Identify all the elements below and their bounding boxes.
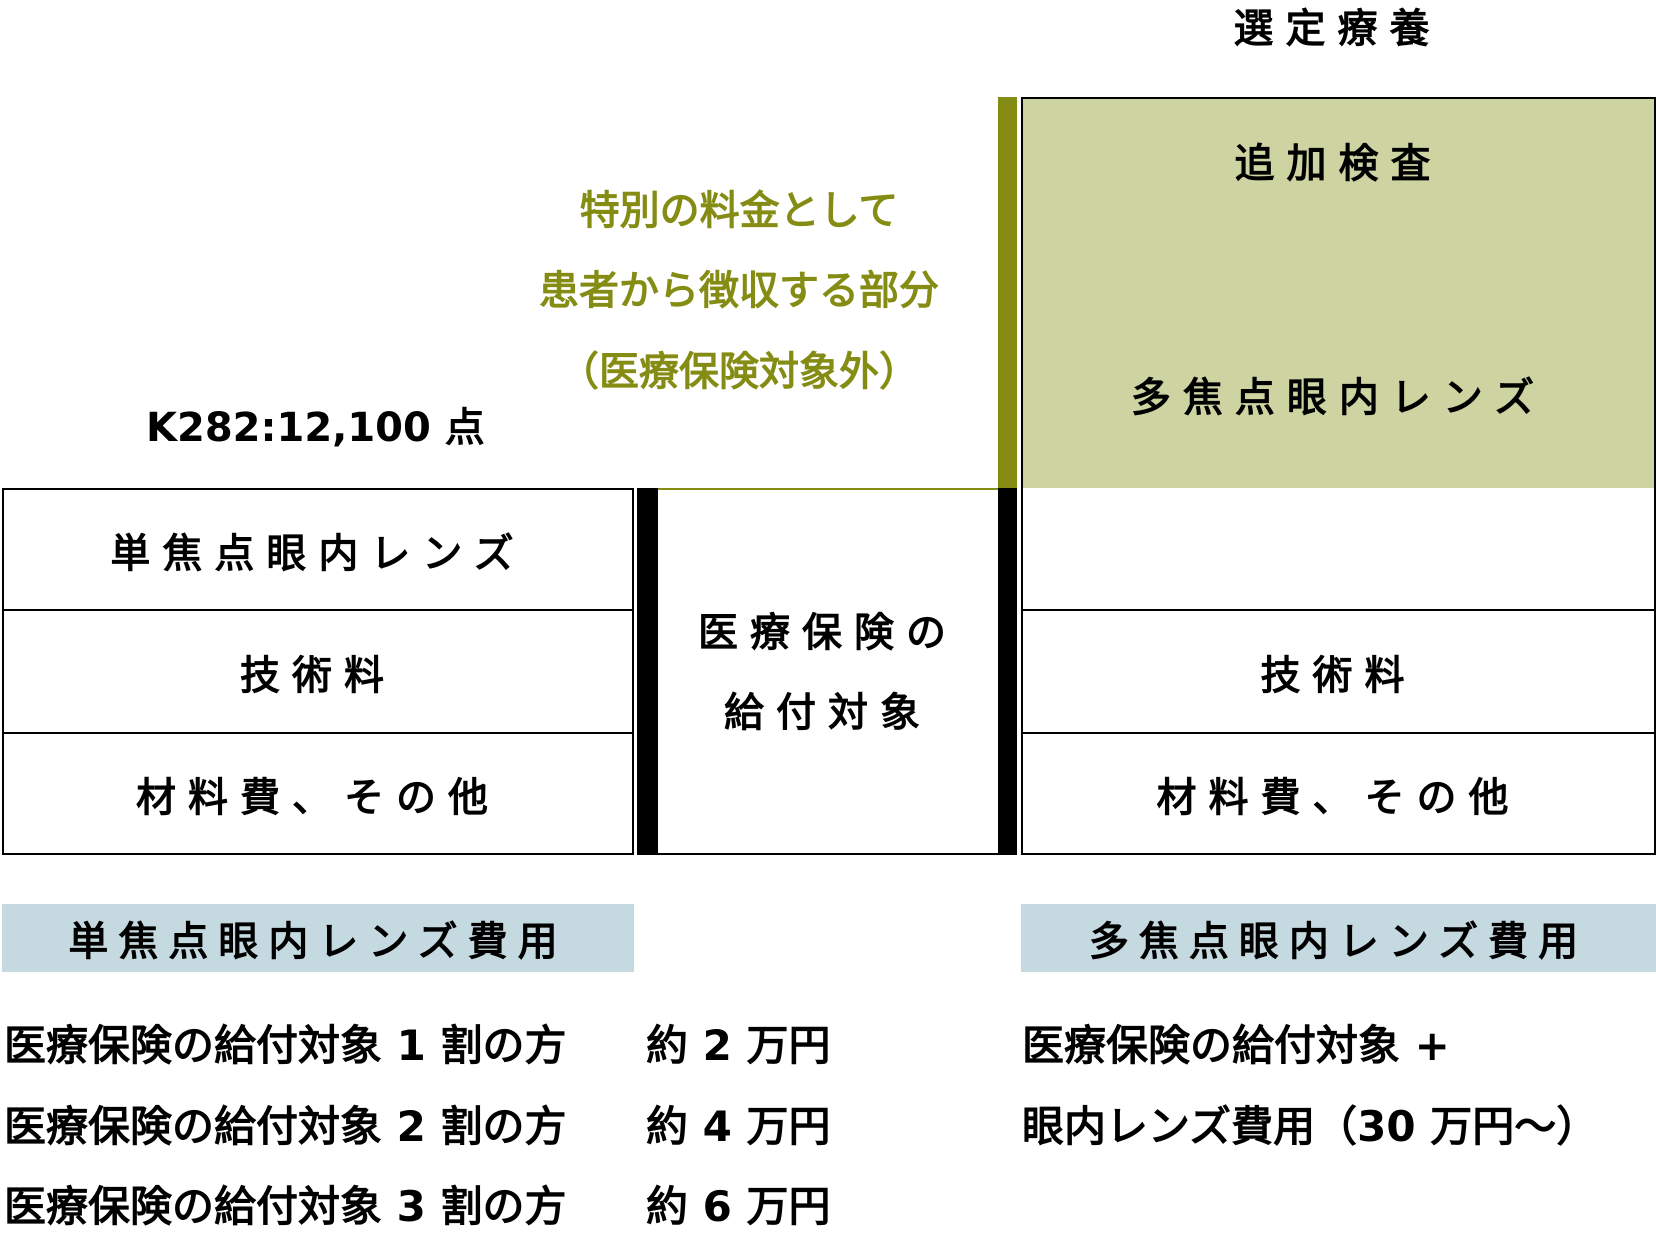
special-fee-line-2: 患者から徴収する部分	[539, 268, 939, 314]
left-row-lens: 単焦点眼内レンズ	[2, 488, 634, 611]
right-black-bar	[998, 488, 1017, 855]
left-row-technical-fee: 技術料	[2, 609, 634, 734]
cost-line-3-text: 医療保険の給付対象 3 割の方	[4, 1182, 567, 1231]
right-row-multifocal-lens: 多焦点眼内レンズ	[1021, 220, 1656, 488]
left-cost-label: 単焦点眼内レンズ費用	[2, 904, 634, 972]
points-label: K282:12,100 点	[146, 405, 485, 451]
olive-bar	[998, 97, 1017, 488]
right-row-empty	[1021, 488, 1656, 611]
special-fee-line-1: 特別の料金として	[579, 188, 899, 234]
cost-line-2-price: 約 4 万円	[646, 1102, 831, 1151]
right-row-material: 材料費、その他	[1021, 732, 1656, 855]
left-row-material: 材料費、その他	[2, 732, 634, 855]
middle-line-2: 給付対象	[724, 690, 932, 736]
middle-line-1: 医療保険の	[698, 610, 958, 656]
cost-line-2-text: 医療保険の給付対象 2 割の方	[4, 1102, 567, 1151]
right-row-additional-exam: 追加検査	[1021, 97, 1656, 222]
cost-line-3-price: 約 6 万円	[646, 1182, 831, 1231]
right-row-technical-fee: 技術料	[1021, 609, 1656, 734]
special-fee-line-3: （医療保険対象外）	[559, 349, 919, 395]
cost-line-1-price: 約 2 万円	[646, 1021, 831, 1070]
right-cost-line-2: 眼内レンズ費用（30 万円〜）	[1022, 1102, 1599, 1151]
senteiryouyou-title: 選定療養	[1233, 6, 1442, 52]
middle-black-bar	[637, 488, 658, 855]
middle-insurance-box: 医療保険の 給付対象	[658, 488, 998, 855]
right-cost-label: 多焦点眼内レンズ費用	[1021, 904, 1656, 972]
cost-line-1-text: 医療保険の給付対象 1 割の方	[4, 1021, 567, 1070]
right-cost-line-1: 医療保険の給付対象 +	[1022, 1021, 1450, 1070]
